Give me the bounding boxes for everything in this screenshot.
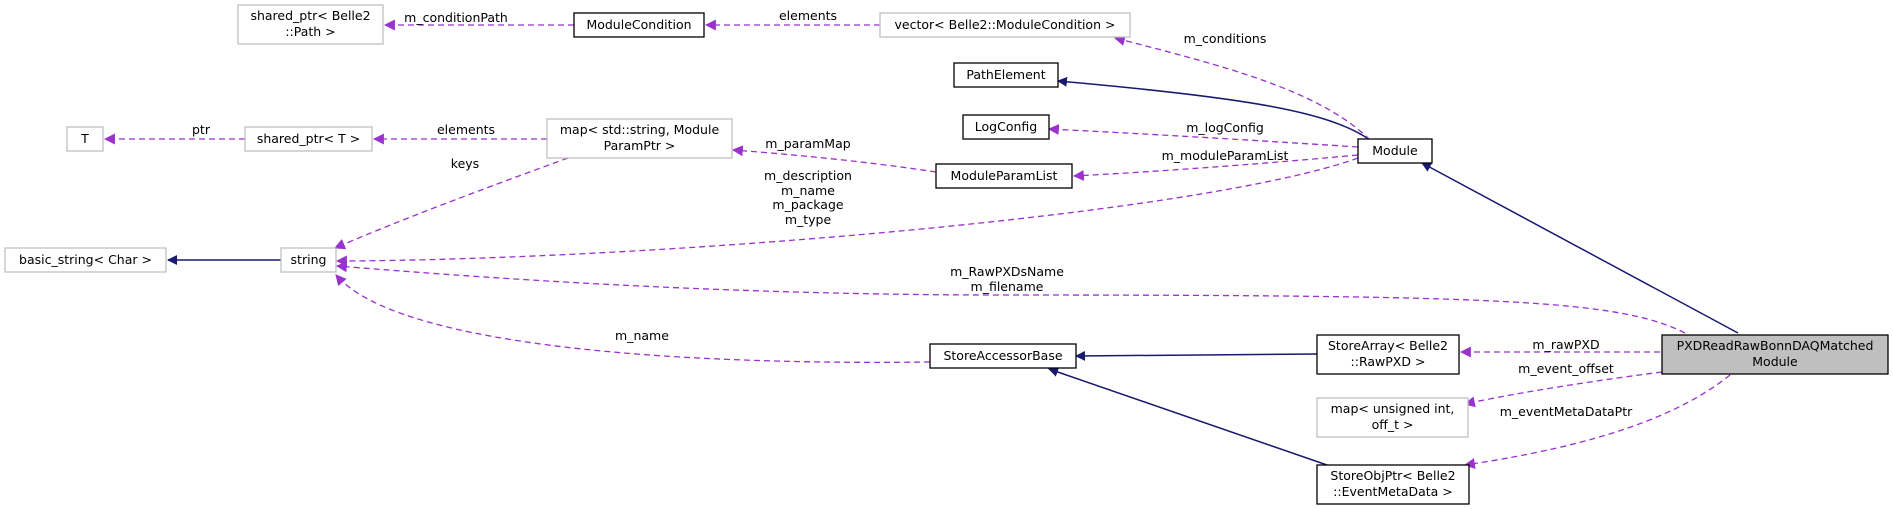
edge-label-line: ptr — [192, 122, 211, 137]
edge-label-line: m_name — [781, 183, 835, 198]
node-label-line: Module — [1372, 143, 1418, 158]
edge-label-line: m_name — [615, 328, 669, 343]
edge-label-line: m_eventMetaDataPtr — [1500, 404, 1633, 419]
node-string[interactable]: string — [280, 247, 337, 273]
node-label-line: ModuleCondition — [586, 17, 691, 32]
edge-label-module-strings: m_description m_name m_package m_type — [764, 168, 852, 227]
node-label-line: vector< Belle2::ModuleCondition > — [895, 17, 1116, 32]
edge-label-line: keys — [451, 156, 479, 171]
edge-param-list — [1072, 154, 1359, 181]
node-map-param-ptr[interactable]: map< std::string, Module ParamPtr > — [546, 118, 733, 159]
edge-param-map — [731, 145, 937, 173]
edge-label-conditions: m_conditions — [1184, 31, 1267, 46]
node-label-line: PathElement — [966, 67, 1045, 82]
node-shared-ptr-t[interactable]: shared_ptr< T > — [244, 126, 373, 152]
edge-event-offset — [1463, 371, 1663, 408]
edge-label-accessor-name: m_name — [615, 328, 669, 343]
node-label-line: ::EventMetaData > — [1333, 484, 1453, 499]
node-label-line: shared_ptr< Belle2 — [250, 8, 370, 23]
edge-label-ptr: ptr — [192, 122, 211, 137]
node-map-unsigned-int-off-t[interactable]: map< unsigned int, off_t > — [1316, 397, 1469, 438]
edge-label-keys: keys — [451, 156, 479, 171]
edge-log-config — [1047, 123, 1359, 148]
node-label-line: PXDReadRawBonnDAQMatched — [1677, 338, 1874, 353]
edge-label-cond-elements: elements — [779, 8, 837, 23]
node-pxd-read-raw-bonn-daq-matched-module[interactable]: PXDReadRawBonnDAQMatched Module — [1661, 334, 1889, 375]
edge-module-to-path-element — [1057, 76, 1371, 141]
node-label-line: StoreObjPtr< Belle2 — [1330, 468, 1455, 483]
edge-label-map-elements: elements — [437, 122, 495, 137]
edge-label-line: m_event_offset — [1518, 361, 1614, 376]
edge-keys — [333, 157, 569, 250]
edge-store-array-to-accessor — [1075, 350, 1318, 361]
edge-main-to-module — [1421, 162, 1739, 334]
node-label-line: string — [291, 252, 327, 267]
edge-label-param-list: m_moduleParamList — [1162, 148, 1289, 163]
node-store-accessor-base[interactable]: StoreAccessorBase — [929, 343, 1077, 369]
edge-store-obj-to-accessor — [1048, 367, 1328, 466]
edge-label-line: m_RawPXDsName — [950, 264, 1064, 279]
edge-label-line: m_moduleParamList — [1162, 148, 1289, 163]
edge-label-event-offset: m_event_offset — [1518, 361, 1614, 376]
edge-label-line: m_type — [785, 212, 832, 227]
edge-label-event-meta: m_eventMetaDataPtr — [1500, 404, 1633, 419]
edge-label-line: m_rawPXD — [1532, 337, 1599, 352]
node-label-line: map< std::string, Module — [560, 122, 720, 137]
edge-conditions — [1113, 35, 1371, 141]
node-label-line: T — [80, 131, 89, 146]
edge-label-line: elements — [779, 8, 837, 23]
node-label-line: StoreAccessorBase — [943, 348, 1062, 363]
node-store-obj-ptr-event-meta-data[interactable]: StoreObjPtr< Belle2 ::EventMetaData > — [1316, 464, 1470, 505]
edge-label-line: m_paramMap — [765, 136, 850, 151]
node-basic-string[interactable]: basic_string< Char > — [4, 247, 167, 273]
node-log-config[interactable]: LogConfig — [962, 114, 1050, 140]
node-store-array-raw-pxd[interactable]: StoreArray< Belle2 ::RawPXD > — [1316, 334, 1460, 375]
node-t[interactable]: T — [66, 126, 104, 152]
node-label-line: LogConfig — [975, 119, 1037, 134]
node-label-line: Module — [1752, 354, 1798, 369]
edge-label-param-map: m_paramMap — [765, 136, 850, 151]
edge-event-meta — [1463, 374, 1731, 469]
node-label-line: shared_ptr< T > — [257, 131, 360, 146]
edge-label-line: m_description — [764, 168, 852, 183]
node-module-condition[interactable]: ModuleCondition — [573, 12, 705, 38]
edge-label-line: m_conditionPath — [404, 10, 508, 25]
node-label-line: StoreArray< Belle2 — [1328, 338, 1448, 353]
edge-label-line: m_filename — [971, 279, 1044, 294]
edge-label-log-config: m_logConfig — [1186, 120, 1264, 135]
edge-label-main-strings: m_RawPXDsName m_filename — [950, 264, 1064, 294]
edge-label-line: elements — [437, 122, 495, 137]
node-label-line: ModuleParamList — [951, 168, 1058, 183]
node-label-line: map< unsigned int, — [1331, 401, 1455, 416]
node-label-line: basic_string< Char > — [19, 252, 152, 267]
edge-label-line: m_conditions — [1184, 31, 1267, 46]
edge-label-line: m_package — [772, 197, 844, 212]
node-label-line: ParamPtr > — [604, 138, 676, 153]
edge-main-strings — [335, 261, 1686, 334]
node-module[interactable]: Module — [1357, 138, 1433, 164]
node-shared-ptr-path[interactable]: shared_ptr< Belle2 ::Path > — [237, 4, 384, 45]
node-label-line: ::RawPXD > — [1351, 354, 1426, 369]
node-path-element[interactable]: PathElement — [953, 62, 1059, 88]
edge-label-condition-path: m_conditionPath — [404, 10, 508, 25]
node-vector-module-condition[interactable]: vector< Belle2::ModuleCondition > — [879, 12, 1131, 38]
node-label-line: ::Path > — [285, 24, 335, 39]
node-label-line: off_t > — [1372, 417, 1414, 432]
edge-accessor-name — [335, 274, 931, 364]
edge-label-line: m_logConfig — [1186, 120, 1264, 135]
edge-label-raw-pxd: m_rawPXD — [1532, 337, 1599, 352]
node-module-param-list[interactable]: ModuleParamList — [935, 163, 1073, 189]
